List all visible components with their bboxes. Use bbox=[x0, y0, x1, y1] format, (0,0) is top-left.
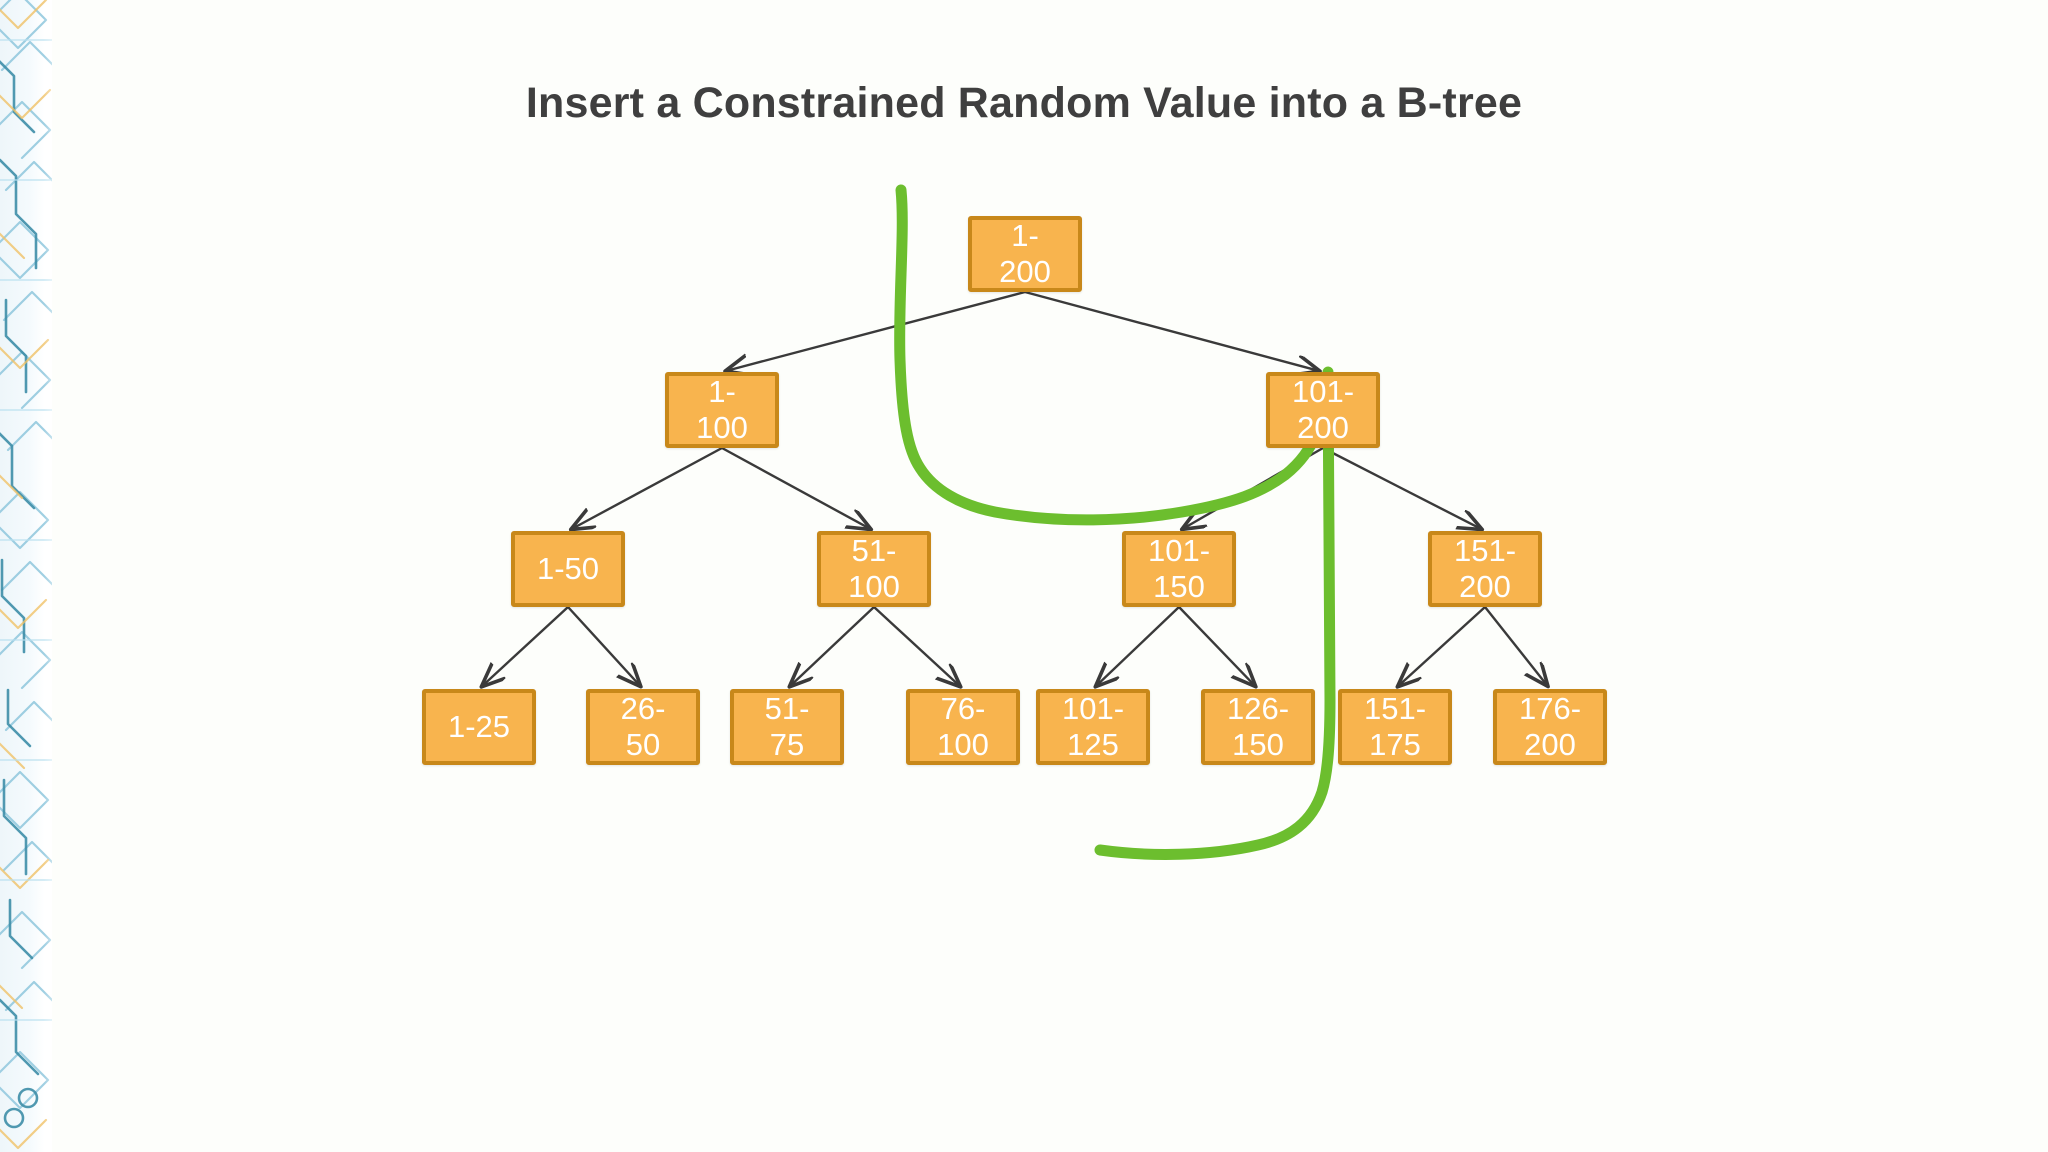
tree-edge-root-to-n1-100 bbox=[727, 290, 1026, 371]
tree-node-n26-50[interactable]: 26- 50 bbox=[586, 689, 700, 765]
tree-edge-n1-50-to-n26-50 bbox=[567, 606, 640, 685]
tree-edge-n151-200-to-n176-200 bbox=[1484, 606, 1547, 685]
tree-node-n151-200[interactable]: 151- 200 bbox=[1428, 531, 1542, 607]
tree-node-n51-100[interactable]: 51- 100 bbox=[817, 531, 931, 607]
tree-node-n101-200[interactable]: 101- 200 bbox=[1266, 372, 1380, 448]
tree-edge-n101-150-to-n126-150 bbox=[1178, 606, 1255, 685]
edge-group bbox=[483, 290, 1547, 686]
page-title: Insert a Constrained Random Value into a… bbox=[525, 79, 1523, 127]
tree-edge-n51-100-to-n76-100 bbox=[873, 606, 959, 686]
tree-node-n1-100[interactable]: 1- 100 bbox=[665, 372, 779, 448]
tree-node-n1-50[interactable]: 1-50 bbox=[511, 531, 625, 607]
edge-strip-fade bbox=[44, 0, 52, 1152]
tree-edge-n1-100-to-n51-100 bbox=[721, 446, 870, 529]
green-lasso-annotation bbox=[894, 184, 1336, 860]
decorative-circuit-strip bbox=[0, 0, 52, 1152]
tree-node-n51-75[interactable]: 51- 75 bbox=[730, 689, 844, 765]
tree-node-n101-125[interactable]: 101- 125 bbox=[1036, 689, 1150, 765]
tree-edge-n101-150-to-n101-125 bbox=[1097, 606, 1180, 686]
tree-node-n176-200[interactable]: 176- 200 bbox=[1493, 689, 1607, 765]
tree-edge-n51-100-to-n51-75 bbox=[791, 606, 875, 686]
tree-node-n126-150[interactable]: 126- 150 bbox=[1201, 689, 1315, 765]
tree-edge-n1-100-to-n1-50 bbox=[572, 446, 723, 529]
tree-node-root[interactable]: 1- 200 bbox=[968, 216, 1082, 292]
tree-node-n1-25[interactable]: 1-25 bbox=[422, 689, 536, 765]
tree-edge-n1-50-to-n1-25 bbox=[483, 606, 569, 686]
tree-node-n151-175[interactable]: 151- 175 bbox=[1338, 689, 1452, 765]
tree-edge-n101-200-to-n151-200 bbox=[1322, 446, 1481, 529]
tree-edge-root-to-n101-200 bbox=[1024, 290, 1318, 371]
tree-node-n101-150[interactable]: 101- 150 bbox=[1122, 531, 1236, 607]
tree-edge-n151-200-to-n151-175 bbox=[1399, 606, 1486, 686]
tree-node-n76-100[interactable]: 76- 100 bbox=[906, 689, 1020, 765]
